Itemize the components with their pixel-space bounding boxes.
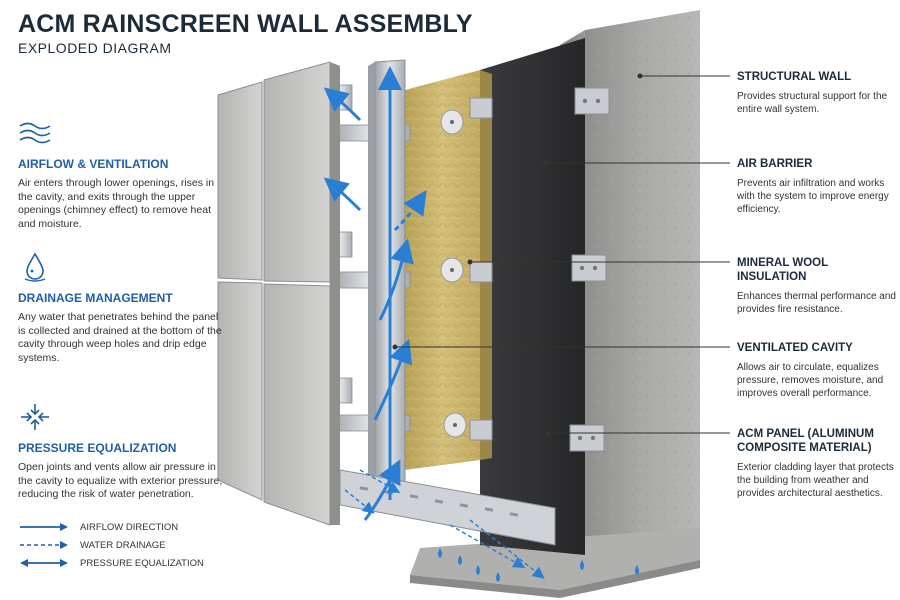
drainage-arrows <box>344 469 545 579</box>
acm-panels <box>217 61 340 526</box>
callout-body: Prevents air infiltration and works with… <box>737 178 889 215</box>
pressure-arrows-icon <box>21 404 49 430</box>
callout-air-barrier: AIR BARRIER Prevents air infiltration an… <box>737 157 897 216</box>
callout-heading: VENTILATED CAVITY <box>737 342 853 354</box>
legend-item-pressure: PRESSURE EQUALIZATION <box>18 554 218 572</box>
feature-airflow: AIRFLOW & VENTILATION Air enters through… <box>18 118 223 231</box>
callout-heading: ACM PANEL (ALUMINUM COMPOSITE MATERIAL) <box>737 428 874 454</box>
air-barrier-membrane <box>480 38 585 555</box>
callout-body: Allows air to circulate, equalizes press… <box>737 362 884 399</box>
callout-structural-wall: STRUCTURAL WALL Provides structural supp… <box>737 70 897 116</box>
feature-heading: DRAINAGE MANAGEMENT <box>18 291 173 305</box>
water-drops <box>438 548 639 582</box>
page-subtitle: EXPLODED DIAGRAM <box>18 40 172 56</box>
dashed-arrow-icon <box>20 541 68 549</box>
legend: AIRFLOW DIRECTION WATER DRAINAGE PRESSUR… <box>18 518 218 572</box>
feature-drainage: DRAINAGE MANAGEMENT Any water that penet… <box>18 252 223 365</box>
airflow-waves-icon <box>19 122 51 144</box>
acm-panel-top-left <box>217 81 263 281</box>
feature-heading: AIRFLOW & VENTILATION <box>18 157 169 171</box>
legend-item-airflow: AIRFLOW DIRECTION <box>18 518 218 536</box>
legend-label: PRESSURE EQUALIZATION <box>80 557 204 569</box>
callout-ventilated-cavity: VENTILATED CAVITY Allows air to circulat… <box>737 341 897 400</box>
solid-arrow-icon <box>20 523 68 531</box>
acm-panel-top-right <box>263 61 331 283</box>
feature-heading: PRESSURE EQUALIZATION <box>18 441 177 455</box>
airflow-arrows <box>323 66 427 521</box>
callout-heading: AIR BARRIER <box>737 158 813 170</box>
double-arrow-icon <box>20 559 68 567</box>
wall-brackets <box>469 87 610 452</box>
acm-panel-bottom-right <box>263 283 331 526</box>
feature-body: Open joints and vents allow air pressure… <box>18 461 223 500</box>
feature-pressure: PRESSURE EQUALIZATION Open joints and ve… <box>18 402 223 502</box>
acm-panel-bottom-left <box>217 281 263 501</box>
leader-lines <box>395 75 730 434</box>
callout-body: Enhances thermal performance and provide… <box>737 291 896 315</box>
callout-heading: MINERAL WOOL INSULATION <box>737 257 828 283</box>
feature-body: Air enters through lower openings, rises… <box>18 177 215 230</box>
legend-label: AIRFLOW DIRECTION <box>80 521 179 533</box>
callout-body: Exterior cladding layer that protects th… <box>737 462 894 499</box>
water-drop-icon <box>24 252 46 282</box>
feature-body: Any water that penetrates behind the pan… <box>18 311 222 364</box>
callout-body: Provides structural support for the enti… <box>737 91 888 115</box>
page-title: ACM RAINSCREEN WALL ASSEMBLY <box>18 10 473 38</box>
concrete-slab <box>410 528 700 590</box>
legend-item-drainage: WATER DRAINAGE <box>18 536 218 554</box>
legend-label: WATER DRAINAGE <box>80 539 166 551</box>
callout-acm-panel: ACM PANEL (ALUMINUM COMPOSITE MATERIAL) … <box>737 427 897 500</box>
callout-heading: STRUCTURAL WALL <box>737 71 852 83</box>
callout-mineral-wool: MINERAL WOOL INSULATION Enhances thermal… <box>737 256 897 316</box>
